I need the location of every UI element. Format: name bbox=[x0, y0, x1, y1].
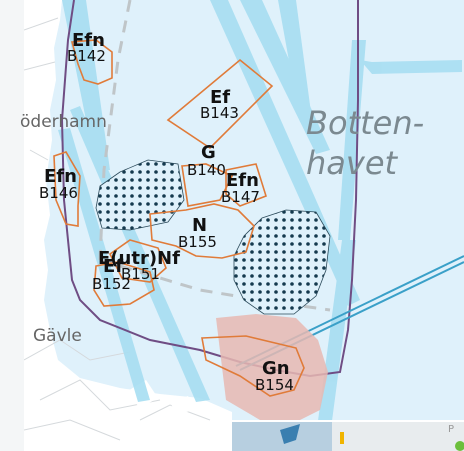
zone-name: E(utr)Nf bbox=[98, 248, 180, 269]
zone-outline-b140 bbox=[181, 163, 234, 207]
zone-name: Ef bbox=[103, 256, 123, 277]
land-west bbox=[24, 0, 232, 451]
zone-label-b140[interactable]: G B140 bbox=[187, 142, 226, 179]
zone-outline-b143 bbox=[166, 58, 274, 150]
zone-code: B155 bbox=[178, 233, 217, 251]
zone-code: B152 bbox=[92, 275, 131, 293]
zone-name: Gn bbox=[262, 358, 290, 379]
inset-map[interactable]: P bbox=[230, 420, 464, 451]
zone-code: B142 bbox=[67, 47, 106, 65]
zone-label-b152[interactable]: Ef B152 bbox=[92, 256, 131, 293]
zone-outline-b154 bbox=[201, 335, 305, 397]
zone-name: G bbox=[201, 142, 216, 163]
zone-code: B151 bbox=[121, 265, 160, 283]
zone-name: Efn bbox=[44, 166, 77, 187]
zone-name: Efn bbox=[72, 30, 105, 51]
page-margin bbox=[0, 0, 24, 451]
zone-code: B147 bbox=[221, 188, 260, 206]
zone-label-b147[interactable]: Efn B147 bbox=[221, 170, 260, 206]
zone-outline-b151 bbox=[108, 239, 167, 283]
zone-outline-b147 bbox=[225, 163, 267, 207]
zone-name: Efn bbox=[226, 170, 259, 191]
place-gavle: Gävle bbox=[33, 326, 82, 346]
zone-label-b143[interactable]: Ef B143 bbox=[200, 87, 239, 122]
zone-label-b146[interactable]: Efn B146 bbox=[39, 166, 78, 202]
zone-outline-b142 bbox=[70, 39, 113, 85]
zone-name: Ef bbox=[210, 87, 230, 108]
inset-map-label: P bbox=[448, 424, 454, 435]
sea-name-line2: havet bbox=[306, 144, 399, 182]
zone-label-b154[interactable]: Gn B154 bbox=[255, 358, 294, 394]
zone-label-b155[interactable]: N B155 bbox=[178, 215, 217, 251]
zone-code: B154 bbox=[255, 376, 294, 394]
zone-name: N bbox=[192, 215, 207, 236]
zone-code: B143 bbox=[200, 104, 239, 122]
zone-outline-b155 bbox=[149, 203, 255, 259]
zone-code: B146 bbox=[39, 184, 78, 202]
zone-code: B140 bbox=[187, 161, 226, 179]
zone-outline-b146 bbox=[53, 151, 81, 227]
zone-outline-b152 bbox=[93, 261, 155, 307]
land-detail-lines bbox=[24, 17, 211, 441]
sea-area-border bbox=[60, 0, 359, 378]
restricted-area bbox=[216, 314, 328, 420]
zone-outlines bbox=[53, 39, 305, 397]
zone-label-b151[interactable]: E(utr)Nf B151 bbox=[98, 248, 180, 283]
zone-label-b142[interactable]: Efn B142 bbox=[67, 30, 106, 65]
place-soderhamn: öderhamn bbox=[20, 112, 107, 132]
dotted-area-east bbox=[233, 209, 331, 315]
sea-name-line1: Botten- bbox=[306, 104, 424, 142]
